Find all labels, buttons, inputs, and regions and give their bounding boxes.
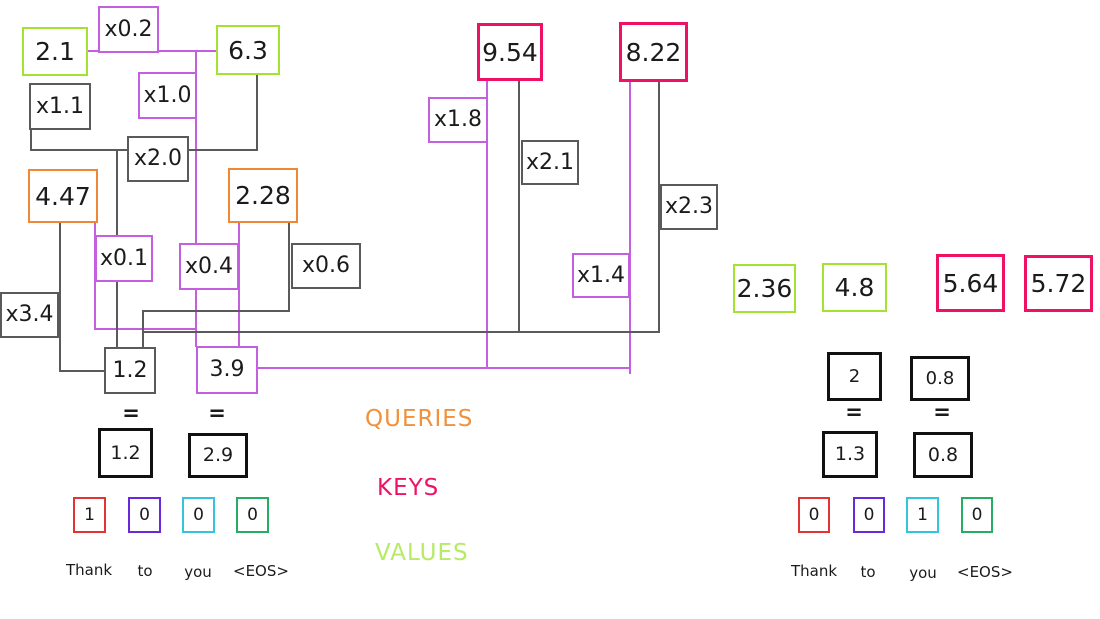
wire-key954-gray-down [518,80,520,333]
onehot-right-thank: 0 [798,497,830,533]
wire-horizontal-149-right [188,149,258,151]
wire-q228-down-x06 [288,222,290,312]
wire-horizontal-149-left [30,149,128,151]
multiplier-box-x1-1: x1.1 [29,83,91,130]
query-box-2-28: 2.28 [228,168,298,223]
multiplier-box-x1-0: x1.0 [138,72,197,119]
token-left-to: to [137,562,153,580]
token-right-to: to [860,563,876,581]
onehot-left-eos: 0 [236,497,269,533]
wire-horizontal-310 [142,310,290,312]
token-left-you: you [184,563,212,581]
value-box-6-3: 6.3 [216,25,280,75]
wire-purple-horizontal-367 [257,367,631,369]
key-box-5-72: 5.72 [1024,255,1093,312]
wire-key954-purple-down [486,80,488,369]
wire-key822-purple-down [629,81,631,374]
multiplier-box-x0-2: x0.2 [98,6,159,53]
result-box-2-9: 2.9 [188,433,248,478]
wire-value21-to-x02 [88,50,100,52]
multiplier-box-x0-4: x0.4 [179,243,239,290]
multiplier-box-x2-0: x2.0 [127,136,189,182]
result-box-0-8-bottom: 0.8 [913,432,973,478]
wire-branch-310-to-sum12 [142,310,144,348]
wire-q228-to-sum39 [238,222,240,347]
wire-gray-horizontal-331-long [142,331,660,333]
multiplier-box-x0-1: x0.1 [95,235,153,282]
wire-value63-down [256,74,258,151]
wire-into-sum12-left [59,370,105,372]
wire-x11-down [30,129,32,151]
label-values: VALUES [375,540,469,566]
equals-sign-right-2: = [933,400,951,424]
multiplier-box-x2-1: x2.1 [521,140,579,185]
onehot-left-you: 0 [182,497,215,533]
token-left-thank: Thank [65,561,113,579]
token-right-thank: Thank [790,562,838,580]
onehot-left-thank: 1 [73,497,106,533]
result-box-0-8-top: 0.8 [910,356,970,401]
result-box-2: 2 [827,352,882,401]
multiplier-box-x1-8: x1.8 [428,97,488,143]
wire-purple-main-down [195,51,197,347]
label-keys: KEYS [377,475,440,501]
onehot-left-to: 0 [128,497,161,533]
wire-q447-down-x34 [59,222,61,372]
equals-sign-right-1: = [845,400,863,424]
weighted-sum-box-3-9: 3.9 [196,346,258,394]
equals-sign-left-1: = [122,401,140,425]
token-left-eos: <EOS> [233,562,289,580]
value-box-2-1: 2.1 [22,27,88,76]
result-box-1-3: 1.3 [822,431,878,478]
token-right-eos: <EOS> [957,563,1013,581]
wire-key822-gray-down [658,81,660,333]
result-box-1-2: 1.2 [98,428,153,478]
value-box-4-8: 4.8 [822,263,887,312]
equals-sign-left-2: = [208,401,226,425]
onehot-right-you: 1 [906,497,939,533]
multiplier-box-x3-4: x3.4 [0,292,59,338]
value-box-2-36: 2.36 [733,264,796,313]
key-box-9-54: 9.54 [477,23,543,81]
multiplier-box-x0-6: x0.6 [291,243,361,289]
label-queries: QUERIES [365,406,474,432]
onehot-right-eos: 0 [961,497,993,533]
wire-purple-horizontal-328 [94,328,197,330]
key-box-5-64: 5.64 [936,254,1005,312]
key-box-8-22: 8.22 [619,22,688,82]
onehot-right-to: 0 [853,497,885,533]
token-right-you: you [909,564,937,582]
wire-x02-to-value63 [158,50,218,52]
multiplier-box-x1-4: x1.4 [572,253,630,298]
weighted-sum-box-1-2: 1.2 [104,347,156,394]
multiplier-box-x2-3: x2.3 [660,184,718,230]
query-box-4-47: 4.47 [28,169,98,223]
